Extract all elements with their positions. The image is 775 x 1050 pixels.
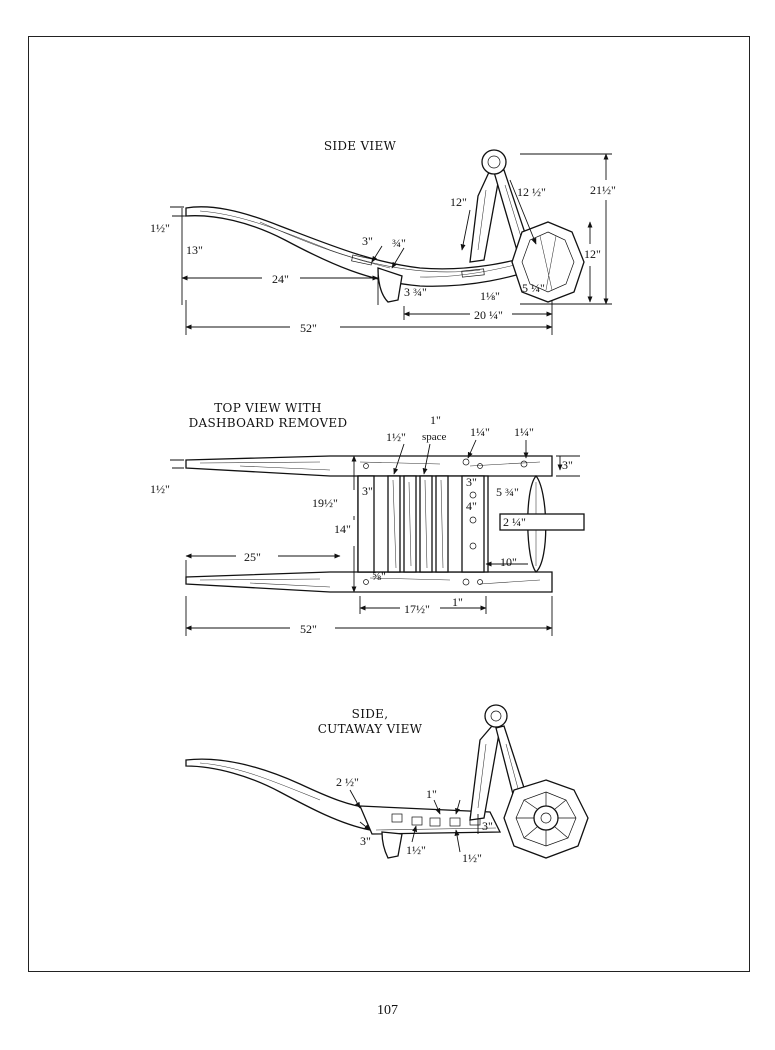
side-wheel xyxy=(511,221,585,303)
dim-block-a: 3" xyxy=(466,475,477,489)
dim-handle-height: 13" xyxy=(186,243,203,257)
cutaway-dimension-lines xyxy=(349,789,479,853)
dim-bracket-diagonal: 12 ½" xyxy=(517,185,546,199)
dim-axle-offset: 1⅛" xyxy=(480,289,500,303)
cutaway-wheel xyxy=(503,779,589,859)
dim-leg-height: 3 ¾" xyxy=(404,285,427,299)
dim-hub-offset: 5 ¾" xyxy=(496,485,519,499)
side-dimension-lines xyxy=(170,153,612,335)
dim-end-gap: 1" xyxy=(452,595,463,609)
dim-mortise-right: 1½" xyxy=(462,851,482,865)
dim-bed-length: 17½" xyxy=(404,602,430,616)
dim-rail-width: 3" xyxy=(562,458,573,472)
dim-bed-depth: 2 ½" xyxy=(336,775,359,789)
cutaway-bracket xyxy=(469,704,529,821)
dim-side-margin: 3" xyxy=(362,484,373,498)
cutaway-title-line1: SIDE, xyxy=(352,707,389,721)
top-upper-rail xyxy=(185,455,553,477)
dim-slat-gap: ⅝" xyxy=(372,569,386,583)
dim-handle-thickness: 1½" xyxy=(150,221,170,235)
side-view-title: SIDE VIEW xyxy=(324,139,397,153)
dim-space-value: 1" xyxy=(430,413,441,427)
dim-axle-length: 2 ¼" xyxy=(503,515,526,529)
dim-axle-span: 5 ¼" xyxy=(522,281,545,295)
dim-bed-inset: ¾" xyxy=(392,236,406,250)
top-dimension-labels: 1½" 1½" 1" space 1¼" 1¼" 3" 19½" 3" 3" 4… xyxy=(150,413,573,636)
dim-block-b: 4" xyxy=(466,499,477,513)
dim-handle-length: 25" xyxy=(244,550,261,564)
top-view-title-line2: DASHBOARD REMOVED xyxy=(189,416,348,430)
dim-gap-top: 1" xyxy=(426,787,437,801)
side-view: SIDE VIEW xyxy=(150,139,616,335)
cutaway-title-line2: CUTAWAY VIEW xyxy=(318,722,423,736)
dim-peg-spacing-a: 1¼" xyxy=(470,425,490,439)
dim-bed-width: 3" xyxy=(362,234,373,248)
top-dimension-lines xyxy=(170,439,580,636)
dim-top-overall-length: 52" xyxy=(300,622,317,636)
dim-leg-position: 24" xyxy=(272,272,289,286)
dim-rail-height: 3" xyxy=(482,819,493,833)
page-number: 107 xyxy=(377,1003,398,1018)
dim-rear-offset: 10" xyxy=(500,555,517,569)
dim-inner-width: 14" xyxy=(334,522,351,536)
dim-peg-spacing-b: 1¼" xyxy=(514,425,534,439)
dim-space-word: space xyxy=(422,431,447,443)
side-dimension-labels: 1½" 13" 24" 3" ¾" 3 ¾" 52" 12" 12 ½" 21½… xyxy=(150,183,616,335)
top-lower-rail xyxy=(185,571,553,593)
dim-cut-leg-height: 3" xyxy=(360,834,371,848)
dim-bracket-length: 12" xyxy=(450,195,467,209)
page-frame xyxy=(28,36,750,972)
cutaway-handle-rail xyxy=(185,758,502,835)
dim-overall-length: 52" xyxy=(300,321,317,335)
dim-rear-span: 20 ¼" xyxy=(474,308,503,322)
dim-bed-width: 19½" xyxy=(312,496,338,510)
top-view: TOP VIEW WITH DASHBOARD REMOVED xyxy=(150,401,585,636)
dim-wheel-diameter: 12" xyxy=(584,247,601,261)
top-bed-slats xyxy=(357,475,489,573)
top-wheel-axle xyxy=(499,474,585,573)
cutaway-leg xyxy=(381,831,403,859)
top-view-title-line1: TOP VIEW WITH xyxy=(214,401,322,415)
dim-overall-height: 21½" xyxy=(590,183,616,197)
dim-slat-width: 1½" xyxy=(386,430,406,444)
cutaway-view: SIDE, CUTAWAY VIEW xyxy=(185,704,589,865)
dim-mortise-left: 1½" xyxy=(406,843,426,857)
cutaway-dimension-labels: 2 ½" 1" 3" 3" 1½" 1½" xyxy=(336,775,493,865)
dim-top-handle-thickness: 1½" xyxy=(150,482,170,496)
